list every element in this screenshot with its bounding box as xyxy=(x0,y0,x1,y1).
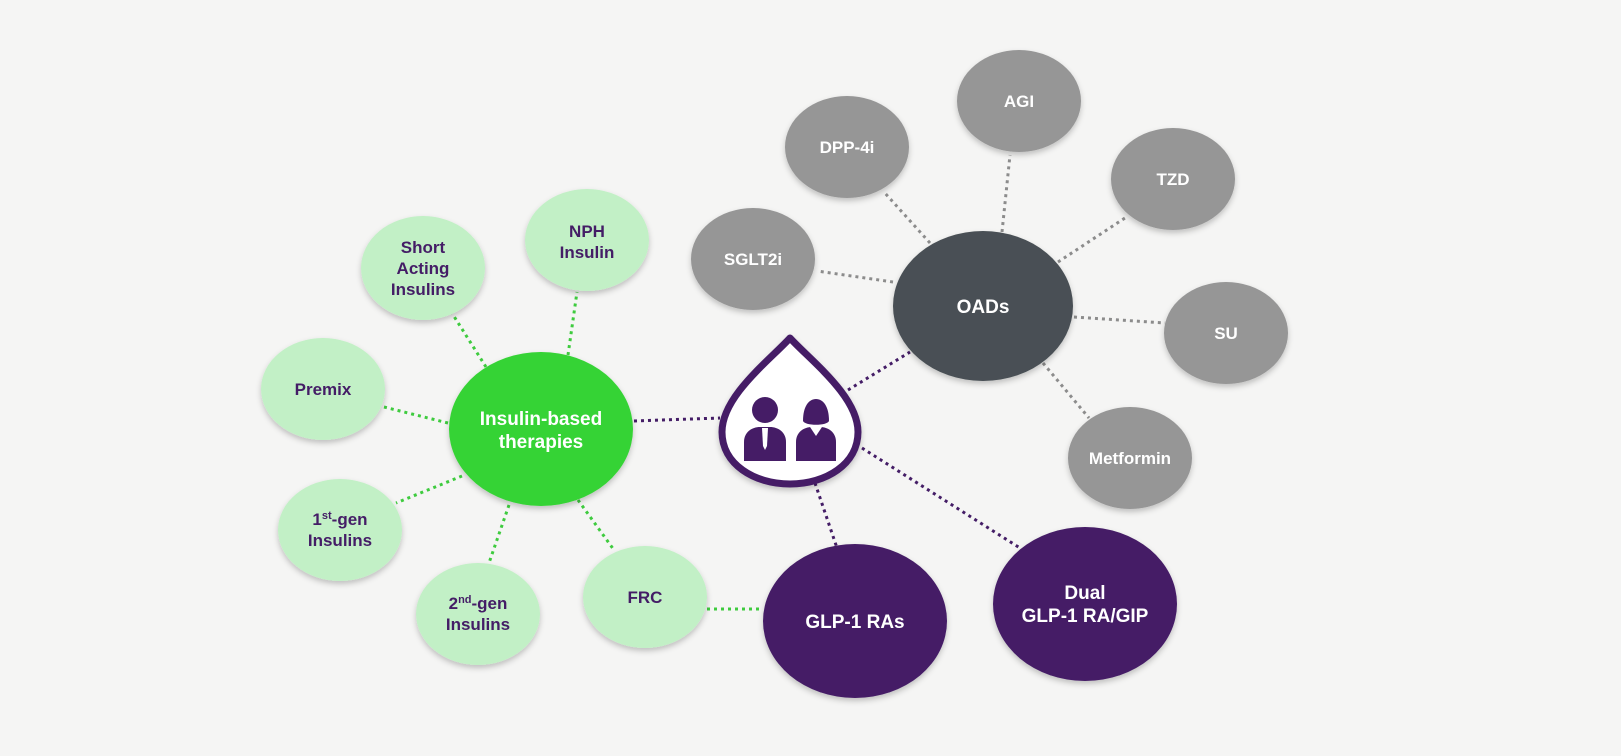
svg-text:1st-gen: 1st-gen xyxy=(312,510,367,529)
svg-text:GLP-1 RA/GIP: GLP-1 RA/GIP xyxy=(1022,606,1149,627)
female-person-icon xyxy=(796,399,836,461)
node-frc: FRC xyxy=(583,546,707,648)
male-person-icon xyxy=(744,397,786,461)
svg-text:DPP-4i: DPP-4i xyxy=(820,138,875,157)
svg-text:therapies: therapies xyxy=(499,432,583,453)
line-oads-tzd xyxy=(1057,214,1129,264)
node-second-gen-insulins: 2nd-gen Insulins xyxy=(416,563,540,665)
svg-text:Insulin-based: Insulin-based xyxy=(480,409,602,430)
line-center-dual xyxy=(861,446,1021,550)
line-oads-metformin xyxy=(1041,362,1091,419)
line-center-insulin xyxy=(633,416,721,423)
svg-text:2nd-gen: 2nd-gen xyxy=(449,594,508,613)
connector-lines xyxy=(383,154,1166,611)
patients-droplet-icon xyxy=(718,334,862,488)
svg-text:OADs: OADs xyxy=(957,297,1010,318)
line-oads-agi xyxy=(1000,154,1012,233)
svg-text:FRC: FRC xyxy=(628,588,663,607)
line-hub-first-gen xyxy=(395,474,463,505)
node-sglt2i: SGLT2i xyxy=(691,208,815,310)
svg-text:Acting: Acting xyxy=(397,259,450,278)
node-nph-insulin: NPH Insulin xyxy=(525,189,649,291)
svg-text:Insulin: Insulin xyxy=(560,243,615,262)
node-premix: Premix xyxy=(261,338,385,440)
line-center-oads xyxy=(847,350,911,392)
svg-text:Short: Short xyxy=(401,238,446,257)
node-short-acting-insulins: Short Acting Insulins xyxy=(361,216,485,320)
svg-text:Dual: Dual xyxy=(1064,583,1105,604)
svg-text:Insulins: Insulins xyxy=(391,280,455,299)
line-hub-second-gen xyxy=(487,504,511,564)
svg-text:Premix: Premix xyxy=(295,380,352,399)
node-insulin-based-therapies: Insulin-based therapies xyxy=(449,352,633,506)
node-agi: AGI xyxy=(957,50,1081,152)
svg-text:Insulins: Insulins xyxy=(446,615,510,634)
line-hub-premix xyxy=(383,405,449,425)
svg-text:NPH: NPH xyxy=(569,222,605,241)
node-dual-glp1-ra-gip: Dual GLP-1 RA/GIP xyxy=(993,527,1177,681)
svg-text:AGI: AGI xyxy=(1004,92,1034,111)
line-hub-frc xyxy=(576,499,616,551)
line-oads-su xyxy=(1073,315,1166,325)
svg-text:SU: SU xyxy=(1214,324,1238,343)
svg-text:Metformin: Metformin xyxy=(1089,449,1171,468)
line-oads-dpp4i xyxy=(882,190,932,245)
node-oads: OADs xyxy=(893,231,1073,381)
node-tzd: TZD xyxy=(1111,128,1235,230)
svg-text:TZD: TZD xyxy=(1156,170,1189,189)
node-metformin: Metformin xyxy=(1068,407,1192,509)
svg-text:Insulins: Insulins xyxy=(308,531,372,550)
svg-text:SGLT2i: SGLT2i xyxy=(724,250,782,269)
node-dpp4i: DPP-4i xyxy=(785,96,909,198)
node-first-gen-insulins: 1st-gen Insulins xyxy=(278,479,402,581)
line-hub-short-acting xyxy=(448,309,488,368)
svg-text:GLP-1 RAs: GLP-1 RAs xyxy=(805,612,904,633)
node-su: SU xyxy=(1164,282,1288,384)
node-glp1-ras: GLP-1 RAs xyxy=(763,544,947,698)
line-hub-nph xyxy=(566,291,579,356)
line-oads-sglt2i xyxy=(816,269,894,284)
line-center-glp1 xyxy=(813,482,839,549)
